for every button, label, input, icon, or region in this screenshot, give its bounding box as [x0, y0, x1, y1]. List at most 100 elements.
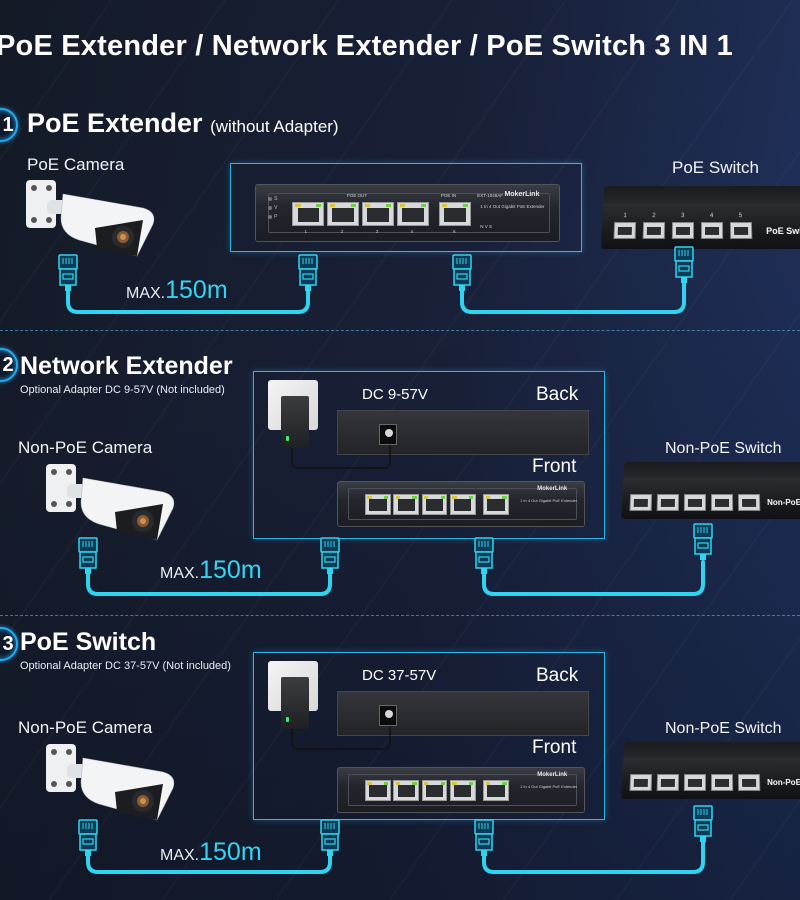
extender-panel: [347, 488, 577, 520]
dip-switch-labels: N V S: [480, 224, 492, 230]
section-2-badge: 2: [0, 348, 18, 382]
led-s: S: [268, 196, 277, 202]
switch-name-label: PoE Swi: [766, 226, 800, 236]
rj45-connector-icon: [320, 819, 340, 857]
extender-panel: [268, 192, 550, 234]
poe-out-label: POE OUT: [346, 192, 368, 198]
ethernet-port-4: [449, 494, 476, 515]
switch-top: [624, 462, 800, 478]
camera-image: [45, 742, 180, 827]
switch-port-5: [737, 774, 761, 791]
switch-name-label: Non-PoE: [767, 778, 800, 787]
extender-description: 1 In 4 Out Gigabit PoE Extender: [480, 204, 545, 210]
switch-port-4: [710, 494, 734, 511]
extender-description: 1 In 4 Out Gigabit PoE Extender: [520, 497, 578, 503]
switch-port-5: [737, 494, 761, 511]
ethernet-port-3: [362, 201, 394, 227]
poe-switch-label: PoE Switch: [672, 158, 759, 177]
switch-port-number: 4: [709, 213, 714, 220]
max-prefix: MAX.: [160, 565, 200, 582]
dc-voltage-label: DC 37-57V: [362, 667, 437, 684]
rj45-connector-icon: [693, 805, 713, 843]
extender-frame: [253, 652, 605, 820]
switch-port-4: [710, 774, 734, 791]
ethernet-port-5: [439, 201, 472, 227]
non-poe-switch-device: Non-PoE: [621, 477, 800, 520]
ethernet-port-5: [483, 494, 509, 515]
extender-back-panel: [337, 410, 589, 455]
ethernet-port-2: [327, 201, 360, 227]
rj45-connector-icon: [452, 254, 472, 292]
model-label: EXT-1046AF: [477, 192, 503, 198]
ethernet-port-2: [393, 494, 420, 515]
switch-port-2: [656, 774, 680, 791]
camera-image: [45, 462, 180, 547]
non-poe-switch-device: Non-PoE: [621, 757, 800, 800]
poe-switch-device: 1 2 3 4 5 PoE Swi: [600, 203, 800, 250]
non-poe-switch-label: Non-PoE Switch: [665, 720, 782, 737]
extender-leds: S V P: [268, 196, 277, 220]
poe-switch-extender-device: MokerLink 1 In 4 Out Gigabit PoE Extende…: [337, 767, 585, 813]
switch-port-5: [729, 222, 753, 239]
rj45-connector-icon: [674, 246, 694, 284]
extender-description: 1 In 4 Out Gigabit PoE Extender: [520, 783, 578, 789]
cable-extender-to-switch: [452, 246, 694, 314]
switch-port-2: [642, 222, 666, 239]
ethernet-port-2: [393, 780, 420, 801]
led-p: P: [268, 214, 277, 220]
non-poe-switch-label: Non-PoE Switch: [665, 440, 782, 457]
max-prefix: MAX.: [126, 285, 166, 302]
max-prefix: MAX.: [160, 847, 200, 864]
section-number: 2: [2, 353, 14, 376]
switch-port-3: [683, 494, 707, 511]
section-1-title: PoE Extender (without Adapter): [27, 108, 339, 139]
switch-port-number: 1: [623, 213, 627, 220]
switch-port-number: 5: [738, 213, 743, 220]
switch-top: [624, 742, 800, 758]
extender-panel: [347, 774, 577, 806]
dc-jack: [379, 705, 397, 726]
max-distance-label: MAX.150m: [160, 556, 262, 585]
dc-jack: [379, 424, 397, 445]
ethernet-port-4: [449, 780, 476, 801]
brand-logo: MokerLink: [504, 190, 540, 198]
switch-port-1: [629, 774, 653, 791]
section-divider: [0, 330, 800, 331]
switch-port-3: [683, 774, 707, 791]
rj45-connector-icon: [474, 537, 494, 575]
adapter-led: [286, 436, 289, 441]
max-value: 150m: [199, 838, 262, 866]
dc-voltage-label: DC 9-57V: [362, 386, 428, 403]
section-2-subtitle: Optional Adapter DC 9-57V (Not included): [20, 384, 225, 396]
switch-port-number: 2: [652, 213, 656, 220]
extender-back-panel: [337, 691, 589, 736]
ethernet-port-1: [365, 780, 391, 801]
non-poe-camera-label: Non-PoE Camera: [18, 438, 153, 457]
section-divider: [0, 615, 800, 616]
ethernet-port-5: [483, 780, 509, 801]
poe-in-label: POE IN: [440, 192, 457, 198]
section-3-subtitle: Optional Adapter DC 37-57V (Not included…: [20, 660, 231, 672]
brand-logo: MokerLink: [537, 486, 568, 493]
front-label: Front: [532, 737, 577, 758]
poe-extender-device: S V P POE OUT POE IN 1 2 3 4 5 EXT-1046A…: [255, 184, 560, 242]
max-value: 150m: [165, 276, 228, 304]
port-number: 4: [410, 228, 414, 234]
adapter-led: [286, 717, 289, 722]
network-extender-device: MokerLink 1 In 4 Out Gigabit PoE Extende…: [337, 481, 585, 527]
section-3-title: PoE Switch: [20, 628, 157, 656]
poe-camera-label: PoE Camera: [27, 155, 125, 174]
camera-image: [25, 178, 160, 263]
ethernet-port-1: [292, 201, 325, 227]
front-label: Front: [532, 456, 577, 477]
switch-port-4: [700, 222, 724, 239]
rj45-connector-icon: [474, 819, 494, 857]
back-label: Back: [536, 384, 579, 405]
section-number: 1: [2, 113, 14, 136]
port-number: 1: [304, 228, 307, 234]
section-title-text: PoE Extender: [27, 108, 203, 138]
ethernet-port-3: [421, 494, 448, 515]
port-number: 2: [340, 228, 344, 234]
switch-port-1: [629, 494, 653, 511]
switch-port-1: [613, 222, 637, 239]
